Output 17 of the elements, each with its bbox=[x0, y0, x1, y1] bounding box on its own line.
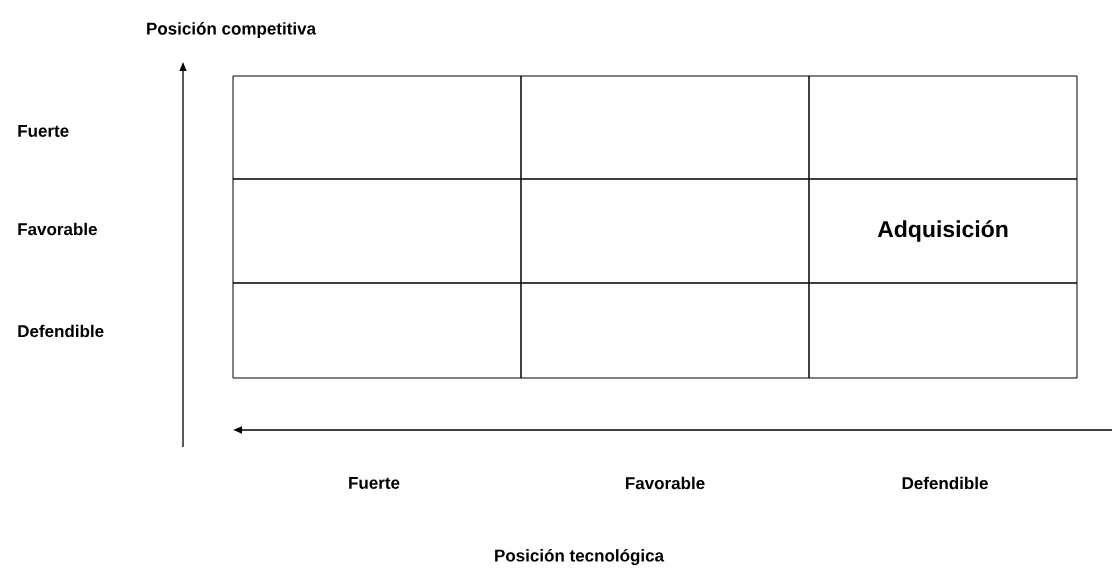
table-cell bbox=[520, 282, 810, 379]
column-label: Fuerte bbox=[349, 477, 400, 489]
table-cell bbox=[520, 75, 810, 180]
axis-title: Posición competitiva bbox=[147, 22, 317, 38]
table-cell bbox=[232, 178, 522, 284]
table-cell: Adquisición bbox=[808, 178, 1078, 284]
table-cell bbox=[808, 75, 1078, 180]
column-label: Defendible bbox=[902, 476, 988, 490]
row-label: Fuerte bbox=[18, 125, 69, 137]
column-label: Favorable bbox=[626, 476, 705, 490]
axis-title: Posición tecnológica bbox=[495, 548, 665, 566]
table-cell bbox=[232, 282, 522, 379]
table-cell bbox=[232, 75, 522, 180]
table-cell bbox=[808, 282, 1078, 379]
row-label: Defendible bbox=[18, 324, 104, 338]
table-cell bbox=[520, 178, 810, 284]
row-label: Favorable bbox=[18, 222, 97, 236]
